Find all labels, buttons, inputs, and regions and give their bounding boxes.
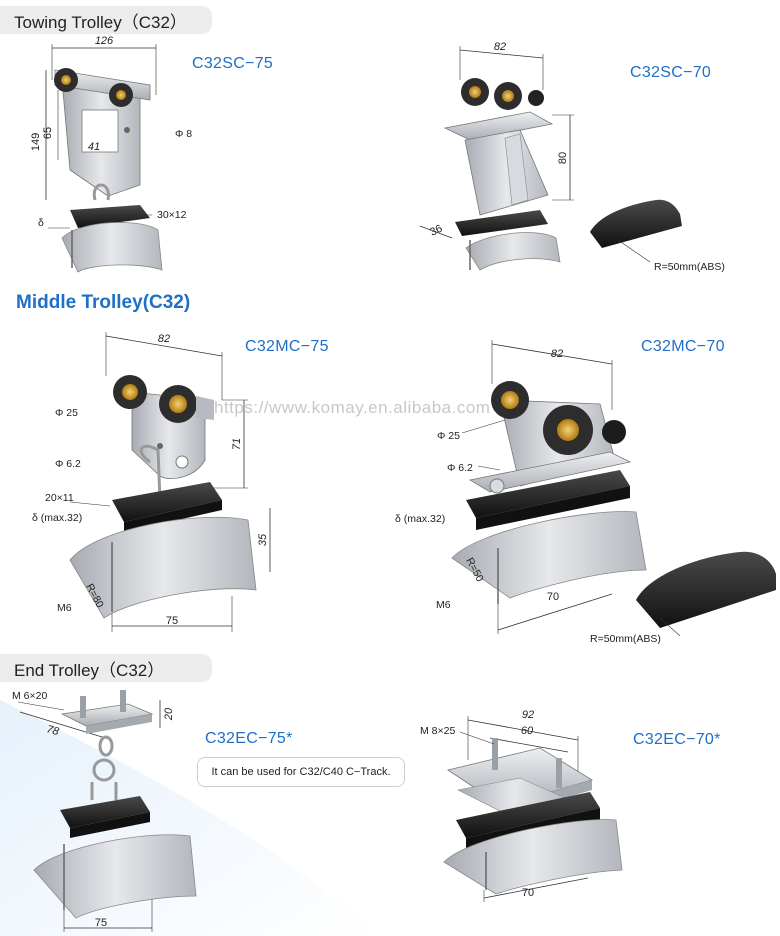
dim-ec70-bolt: M 8×25 bbox=[420, 725, 455, 737]
model-c32mc-70: C32MC−70 bbox=[641, 338, 725, 355]
dim-mc70-wheel: Φ 25 bbox=[437, 430, 460, 442]
dim-mc70-delta: δ (max.32) bbox=[395, 513, 445, 525]
dim-ec75-bolt: M 6×20 bbox=[12, 690, 47, 702]
dim-sc75-hole: Φ 8 bbox=[175, 128, 192, 140]
c32sc-75-drawing bbox=[45, 44, 163, 273]
c32sc-70-drawing bbox=[419, 46, 574, 271]
section-towing-trolley: Towing Trolley（C32） bbox=[0, 6, 212, 34]
dim-sc75-delta: δ bbox=[38, 217, 44, 229]
dim-sc70-width: 82 bbox=[494, 41, 506, 53]
dim-mc75-delta: δ (max.32) bbox=[32, 512, 82, 524]
dim-mc75-slot: 20×11 bbox=[45, 492, 74, 504]
c32ec-75-drawing bbox=[17, 690, 197, 932]
dim-mc70-bolt: M6 bbox=[436, 599, 451, 611]
dim-mc75-base: 75 bbox=[166, 615, 178, 627]
c32mc-75-drawing bbox=[69, 332, 271, 632]
section-middle-trolley: Middle Trolley(C32) bbox=[16, 292, 191, 313]
c32ec-70-drawing bbox=[443, 716, 623, 902]
dim-sc70-depth: 36 bbox=[428, 223, 444, 239]
model-c32mc-75: C32MC−75 bbox=[245, 338, 329, 355]
dim-sc75-inner: 41 bbox=[88, 141, 100, 153]
dim-ec75-width: 78 bbox=[45, 723, 61, 738]
dim-mc75-width: 82 bbox=[158, 333, 170, 345]
dim-sc75-width: 126 bbox=[95, 35, 114, 47]
dim-mc75-hole: Φ 6.2 bbox=[55, 458, 81, 470]
model-c32ec-70: C32EC−70* bbox=[633, 731, 721, 748]
compatibility-note: It can be used for C32/C40 C−Track. bbox=[197, 757, 405, 787]
dim-mc70-base: 70 bbox=[547, 591, 559, 603]
dim-mc75-wheel: Φ 25 bbox=[55, 407, 78, 419]
dim-sc70-height: 80 bbox=[557, 152, 569, 164]
dim-ec75-base: 75 bbox=[95, 917, 107, 929]
dim-sc75-height: 149 bbox=[30, 133, 42, 151]
dim-ec70-base: 70 bbox=[522, 887, 534, 899]
section-end-trolley: End Trolley（C32） bbox=[0, 654, 212, 682]
dim-profile-radius-top: R=50mm(ABS) bbox=[654, 261, 725, 273]
dim-ec70-width1: 92 bbox=[522, 709, 534, 721]
c32mc-70-drawing bbox=[451, 340, 647, 634]
dim-mc70-width: 82 bbox=[551, 348, 563, 360]
dim-mc75-height2: 35 bbox=[257, 533, 269, 546]
model-c32ec-75: C32EC−75* bbox=[205, 730, 293, 747]
dim-sc75-height2: 65 bbox=[42, 127, 54, 139]
model-c32sc-70: C32SC−70 bbox=[630, 64, 712, 81]
dim-mc75-bolt: M6 bbox=[57, 602, 72, 614]
abs-profile-top bbox=[590, 199, 682, 263]
dim-ec75-height: 20 bbox=[163, 707, 175, 721]
dim-mc75-height: 71 bbox=[231, 438, 243, 450]
dim-ec70-width2: 60 bbox=[521, 725, 534, 737]
dim-mc70-hole: Φ 6.2 bbox=[447, 462, 473, 474]
abs-profile-middle bbox=[636, 551, 776, 637]
dim-sc75-slot: 30×12 bbox=[157, 209, 187, 221]
watermark: https://www.komay.en.alibaba.com bbox=[214, 398, 491, 417]
model-c32sc-75: C32SC−75 bbox=[192, 55, 274, 72]
dim-profile-radius-middle: R=50mm(ABS) bbox=[590, 633, 661, 645]
